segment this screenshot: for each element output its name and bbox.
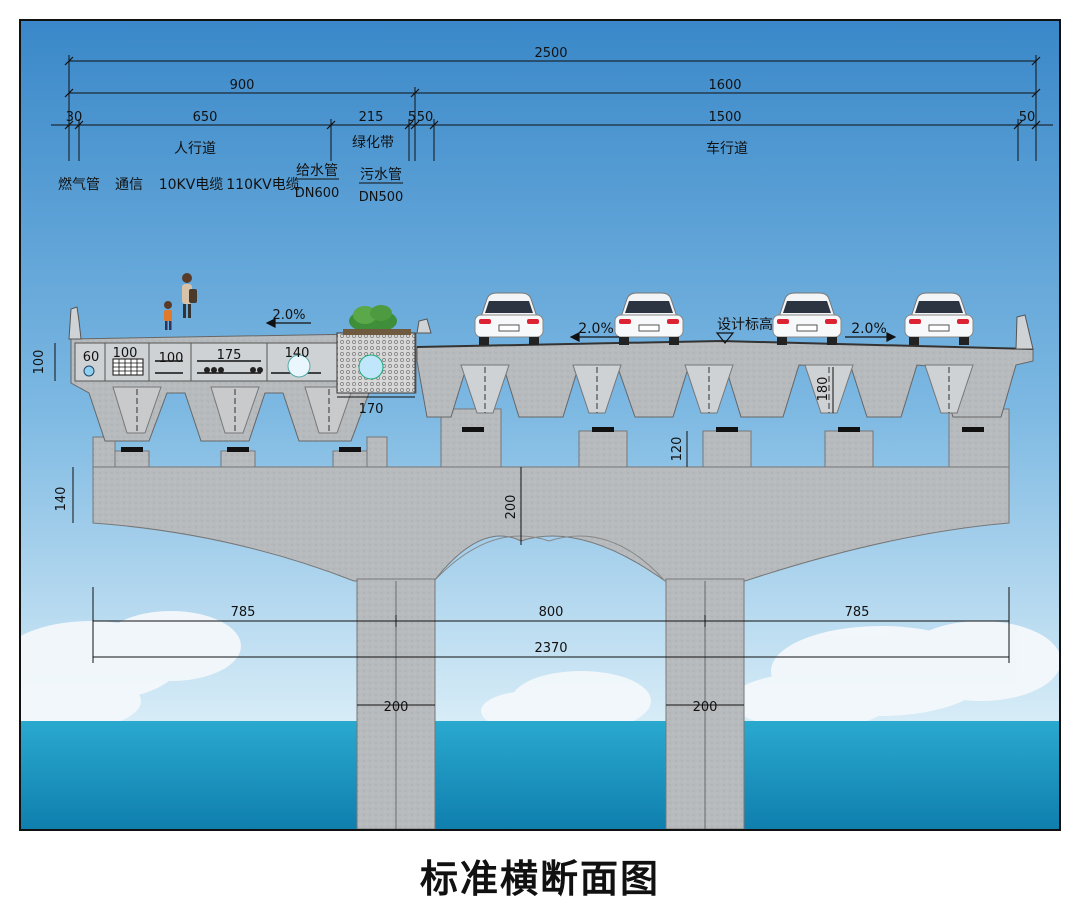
slope-road-left: 2.0% bbox=[578, 321, 614, 337]
dim-span-800: 800 bbox=[539, 605, 564, 620]
cable-tray-icon bbox=[155, 360, 321, 374]
design-elevation-label: 设计标高 bbox=[717, 316, 773, 333]
dim-cell-100a: 100 bbox=[113, 346, 138, 361]
gas-pipe-icon bbox=[83, 365, 95, 377]
car-icon bbox=[904, 292, 974, 345]
pedestrian-child-icon bbox=[164, 301, 172, 330]
dim-box-180: 180 bbox=[816, 377, 831, 402]
util-sewer-size: DN500 bbox=[359, 190, 404, 205]
dim-1500: 1500 bbox=[708, 110, 741, 125]
dim-left-group: 900 bbox=[230, 78, 255, 93]
dim-bearing-120: 120 bbox=[670, 437, 685, 462]
util-telecom: 通信 bbox=[115, 177, 143, 193]
cars bbox=[474, 292, 974, 345]
bearing-pedestals-right bbox=[440, 408, 1010, 468]
util-cable110: 110KV电缆 bbox=[226, 177, 299, 193]
dim-span-2370: 2370 bbox=[534, 641, 567, 656]
dim-span-785-left: 785 bbox=[231, 605, 256, 620]
zone-sidewalk: 人行道 bbox=[174, 141, 216, 157]
dim-650: 650 bbox=[193, 110, 218, 125]
cross-section-svg: 2500 900 1600 30 650 215 5 50 1500 50 人行… bbox=[21, 21, 1059, 829]
slope-arrows bbox=[265, 318, 897, 344]
dim-pier-200-left: 200 bbox=[384, 700, 409, 715]
dimension-ticks bbox=[64, 56, 1041, 130]
bearing-pedestals-left bbox=[92, 436, 388, 468]
dim-50-right: 50 bbox=[1019, 110, 1036, 125]
sewer-pipe-icon bbox=[358, 354, 384, 380]
dim-215: 215 bbox=[359, 110, 384, 125]
util-water-supply: 给水管 bbox=[296, 163, 338, 179]
util-water-supply-size: DN600 bbox=[295, 186, 340, 201]
dim-right-group: 1600 bbox=[708, 78, 741, 93]
dim-pier-200-right: 200 bbox=[693, 700, 718, 715]
car-icon bbox=[614, 292, 684, 345]
right-railing bbox=[1015, 314, 1034, 350]
dim-cell-175: 175 bbox=[217, 348, 242, 363]
slope-sidewalk: 2.0% bbox=[272, 308, 305, 323]
dim-planter-170: 170 bbox=[359, 402, 384, 417]
dim-50-left: 50 bbox=[417, 110, 434, 125]
dim-cell-140: 140 bbox=[285, 346, 310, 361]
dim-5: 5 bbox=[408, 110, 416, 125]
water-supply-pipe-icon bbox=[287, 354, 311, 378]
dim-span-785-right: 785 bbox=[845, 605, 870, 620]
cross-section-diagram: 2500 900 1600 30 650 215 5 50 1500 50 人行… bbox=[19, 19, 1061, 831]
dimension-labels: 2500 900 1600 30 650 215 5 50 1500 50 人行… bbox=[32, 46, 1035, 715]
pedestrian-adult-icon bbox=[182, 273, 197, 318]
dim-cell-60: 60 bbox=[83, 350, 100, 365]
util-sewer: 污水管 bbox=[360, 167, 402, 183]
left-railing bbox=[68, 306, 82, 340]
car-icon bbox=[772, 292, 842, 345]
util-cable10: 10KV电缆 bbox=[159, 177, 224, 193]
dimension-lines bbox=[51, 55, 1053, 706]
slope-road-right: 2.0% bbox=[851, 321, 887, 337]
dim-cap-140: 140 bbox=[54, 487, 69, 512]
zone-roadway: 车行道 bbox=[706, 140, 748, 157]
dim-30: 30 bbox=[66, 110, 83, 125]
shrub-icon bbox=[349, 305, 397, 333]
util-gas: 燃气管 bbox=[58, 176, 100, 193]
pier-cap-beam bbox=[92, 466, 1010, 582]
dim-curb-100: 100 bbox=[32, 350, 47, 375]
pier-arch bbox=[433, 535, 666, 582]
dim-cap-200: 200 bbox=[504, 495, 519, 520]
drawing-caption: 标准横断面图 bbox=[419, 857, 660, 901]
dim-cell-100b: 100 bbox=[159, 351, 184, 366]
dim-overall: 2500 bbox=[534, 46, 567, 61]
car-icon bbox=[474, 292, 544, 345]
sea bbox=[21, 721, 1059, 829]
zone-greenbelt: 绿化带 bbox=[352, 135, 394, 151]
